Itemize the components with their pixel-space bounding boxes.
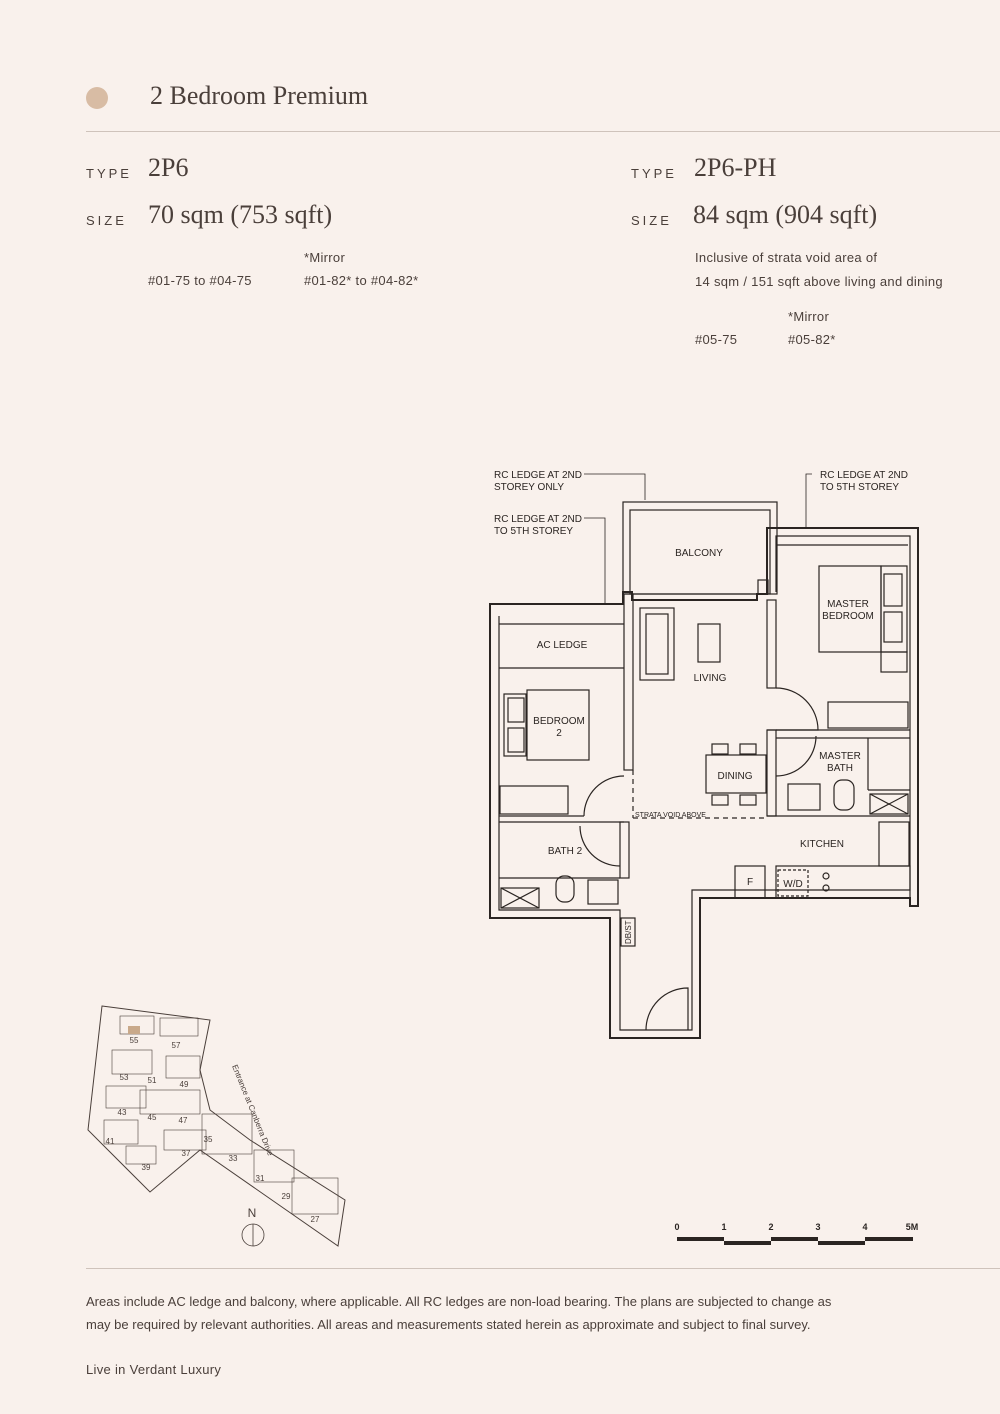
block-number: 29: [282, 1192, 291, 1201]
room-master-bath-2: BATH: [827, 763, 853, 774]
block-number: 43: [118, 1108, 127, 1117]
washer-dryer-label: W/D: [783, 879, 802, 890]
dbst-label: DB/ST: [624, 920, 633, 944]
footer-divider: [86, 1268, 1000, 1269]
block-numbers: 55 57 53 51 49 43 45 47 41 39 37 35 33 31 29 27: [106, 1036, 320, 1224]
block-number: 37: [182, 1149, 191, 1158]
size-value-right: 84 sqm (904 sqft): [693, 200, 878, 229]
strata-note-line1: Inclusive of strata void area of: [695, 250, 878, 265]
callout-right-ledge-1: RC LEDGE AT 2ND: [820, 470, 908, 481]
type-value-left: 2P6: [148, 153, 189, 182]
scale-tick-3: 3: [815, 1222, 820, 1232]
header-divider: [86, 131, 1000, 132]
block-number: 55: [130, 1036, 139, 1045]
disclaimer: Areas include AC ledge and balcony, wher…: [86, 1290, 926, 1336]
room-bath2: BATH 2: [548, 846, 583, 857]
room-ac-ledge: AC LEDGE: [537, 640, 588, 651]
scale-tick-1: 1: [721, 1222, 726, 1232]
callout-right-ledge-2: TO 5TH STOREY: [820, 482, 899, 493]
strata-void-label: STRATA VOID ABOVE: [635, 812, 706, 819]
callout-balcony-ledge-2: STOREY ONLY: [494, 482, 564, 493]
room-master-bath-1: MASTER: [819, 751, 861, 762]
size-label-left: SIZE: [86, 213, 127, 228]
block-number: 57: [172, 1041, 181, 1050]
strata-note-line2: 14 sqm / 151 sqft above living and dinin…: [695, 274, 943, 289]
disclaimer-line-2: may be required by relevant authorities.…: [86, 1317, 811, 1332]
fridge-label: F: [747, 877, 753, 888]
units-right: #05-75: [695, 332, 738, 347]
accent-dot: [86, 87, 108, 109]
scale-tick-5: 5M: [906, 1222, 919, 1232]
type-label-right: TYPE: [631, 166, 677, 181]
callout-left-ledge-2: TO 5TH STOREY: [494, 526, 573, 537]
mirror-units-left: #01-82* to #04-82*: [304, 273, 419, 288]
room-master-bedroom-2: BEDROOM: [822, 611, 874, 622]
block-number: 41: [106, 1137, 115, 1146]
scale-bar: 0 1 2 3 4 5M: [674, 1222, 919, 1245]
block-number: 33: [229, 1154, 238, 1163]
room-bedroom2-1: BEDROOM: [533, 716, 585, 727]
highlighted-unit: [128, 1026, 140, 1034]
block-number: 47: [179, 1116, 188, 1125]
mirror-units-right: #05-82*: [788, 332, 836, 347]
block-number: 35: [204, 1135, 213, 1144]
callout-left-ledge-1: RC LEDGE AT 2ND: [494, 514, 582, 525]
entrance-label: Entrance at Canberra Drive: [230, 1063, 275, 1157]
units-left: #01-75 to #04-75: [148, 273, 252, 288]
block-number: 39: [142, 1163, 151, 1172]
block-number: 45: [148, 1113, 157, 1122]
room-bedroom2-2: 2: [556, 728, 562, 739]
block-number: 31: [256, 1174, 265, 1183]
scale-tick-2: 2: [768, 1222, 773, 1232]
mirror-label-right: *Mirror: [788, 309, 830, 324]
floor-plan: RC LEDGE AT 2ND STOREY ONLY RC LEDGE AT …: [489, 470, 919, 1039]
scale-tick-4: 4: [862, 1222, 867, 1232]
room-master-bedroom-1: MASTER: [827, 599, 869, 610]
site-key-plan: 55 57 53 51 49 43 45 47 41 39 37 35 33 31 29 27 Entranc…: [87, 1005, 346, 1247]
block-number: 49: [180, 1080, 189, 1089]
page-title: 2 Bedroom Premium: [150, 81, 369, 110]
scale-tick-0: 0: [674, 1222, 679, 1232]
disclaimer-line-1: Areas include AC ledge and balcony, wher…: [86, 1294, 832, 1309]
callout-balcony-ledge-1: RC LEDGE AT 2ND: [494, 470, 582, 481]
size-label-right: SIZE: [631, 213, 672, 228]
block-number: 27: [311, 1215, 320, 1224]
type-value-right: 2P6-PH: [694, 153, 777, 182]
block-number: 53: [120, 1073, 129, 1082]
room-living: LIVING: [694, 673, 727, 684]
tagline: Live in Verdant Luxury: [86, 1362, 222, 1377]
type-label-left: TYPE: [86, 166, 132, 181]
room-kitchen: KITCHEN: [800, 839, 844, 850]
block-number: 51: [148, 1076, 157, 1085]
north-label: N: [248, 1206, 257, 1220]
room-dining: DINING: [718, 771, 753, 782]
room-balcony: BALCONY: [675, 548, 723, 559]
size-value-left: 70 sqm (753 sqft): [148, 200, 333, 229]
mirror-label-left: *Mirror: [304, 250, 346, 265]
